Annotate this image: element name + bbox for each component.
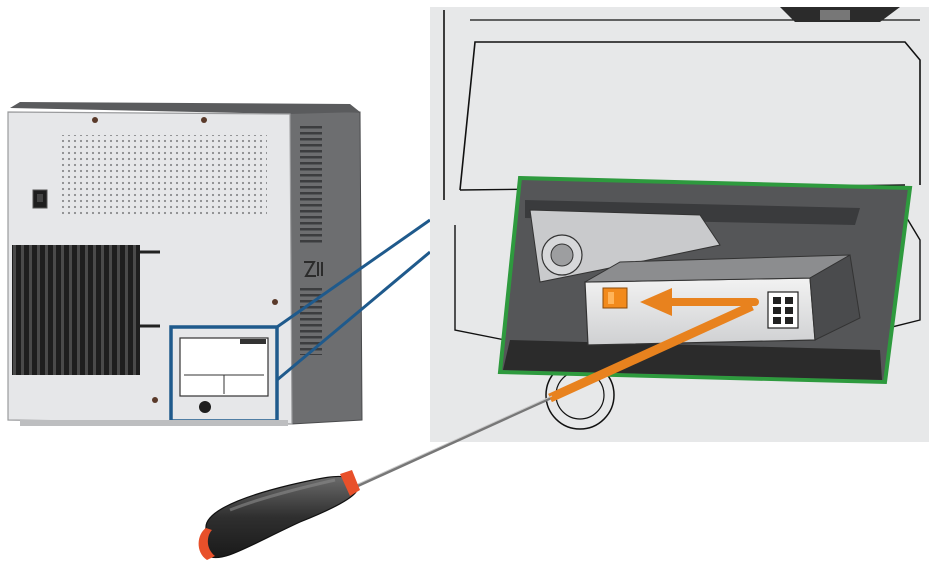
cable-plug: [602, 287, 628, 309]
screwdriver-shaft: [354, 394, 556, 489]
callout-connector: [276, 218, 431, 382]
screwdriver-ferrule: [340, 470, 360, 496]
screw: [92, 117, 98, 123]
battery-connector: [767, 291, 799, 329]
cover-panel: [443, 10, 921, 200]
side-vents: [300, 125, 322, 245]
screw: [272, 299, 278, 305]
screw: [201, 117, 207, 123]
cover-panel-lower: [454, 214, 921, 341]
zoomed-callout: [430, 7, 929, 442]
screw: [152, 397, 158, 403]
side-vents-lower: [300, 285, 322, 355]
logo-mark: [304, 261, 323, 277]
screwdriver-handle: [200, 475, 357, 559]
screwdriver-end-cap: [198, 528, 215, 560]
screwdriver-shaft-highlight: [548, 301, 754, 403]
device-top-edge: [10, 102, 360, 114]
ventilation-grille: [62, 135, 267, 215]
device-rear-view: [7, 102, 363, 426]
cover-screw: [199, 401, 211, 413]
arrow-icon: [640, 288, 759, 316]
heatsink-fins: [12, 245, 140, 375]
screwdriver-icon: [198, 301, 754, 560]
